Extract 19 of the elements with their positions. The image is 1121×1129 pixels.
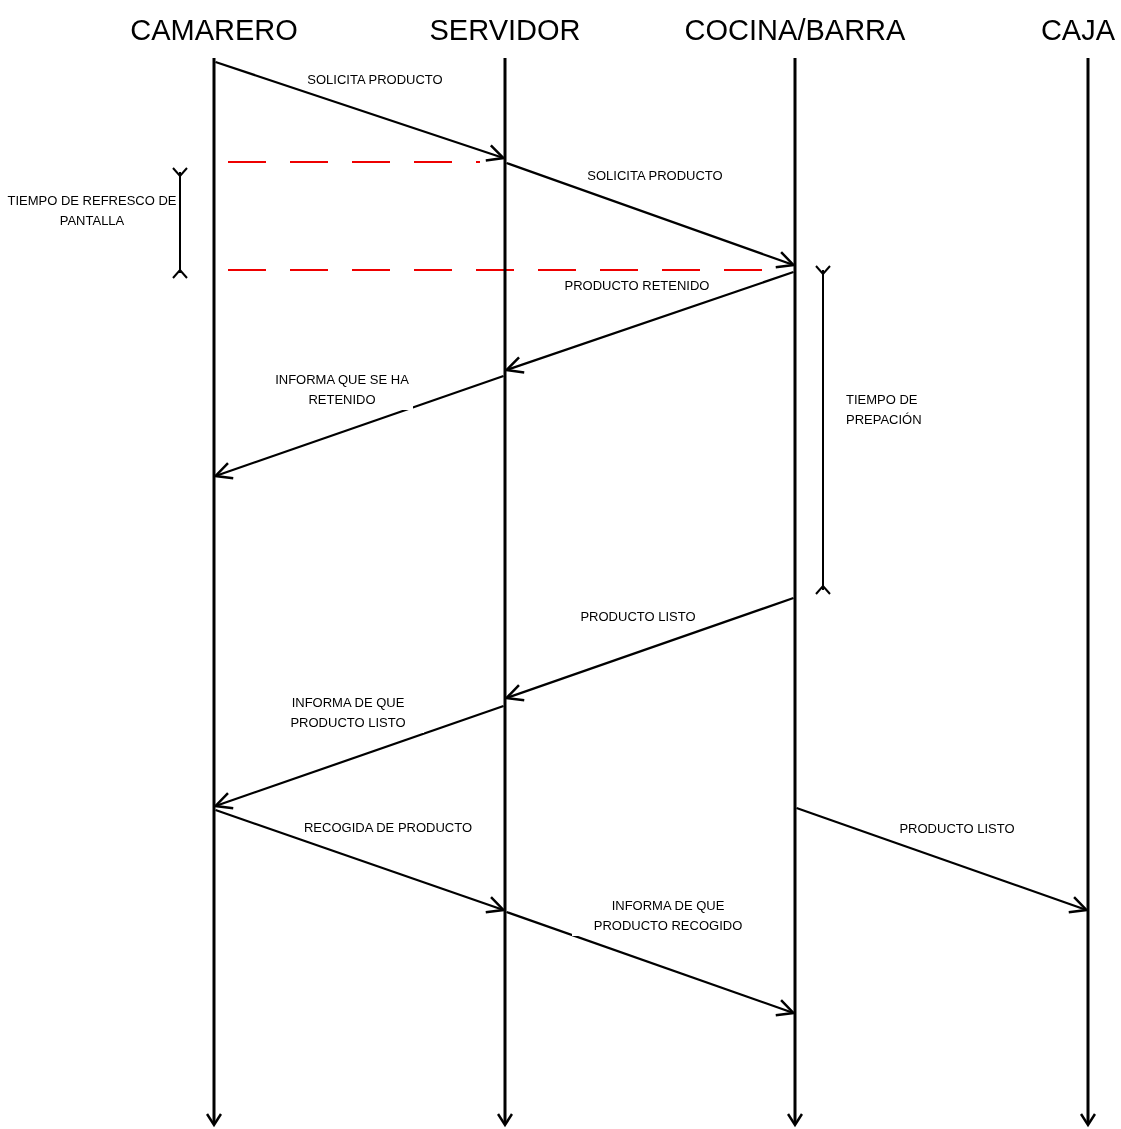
lifeline-header: SERVIDOR — [429, 12, 581, 48]
lifeline — [787, 58, 803, 1128]
lifeline — [206, 58, 222, 1128]
message-arrow — [215, 60, 505, 162]
lifeline — [1080, 58, 1096, 1128]
message-arrow — [505, 270, 794, 374]
message-arrow — [506, 910, 795, 1017]
message-arrow — [505, 596, 794, 702]
lifeline-header: CAMARERO — [130, 12, 298, 48]
duration-note: TIEMPO DE REFRESCO DE PANTALLA — [6, 192, 178, 230]
message-arrow — [796, 806, 1088, 914]
message-arrow — [215, 808, 505, 914]
duration-note: TIEMPO DE PREPACIÓN — [846, 391, 923, 429]
lifeline — [497, 58, 513, 1128]
lifeline-header: COCINA/BARRA — [684, 12, 906, 48]
message-arrow — [214, 374, 504, 480]
message-arrow — [214, 704, 504, 810]
lifeline-header: CAJA — [1040, 12, 1116, 48]
message-arrow — [506, 161, 795, 269]
